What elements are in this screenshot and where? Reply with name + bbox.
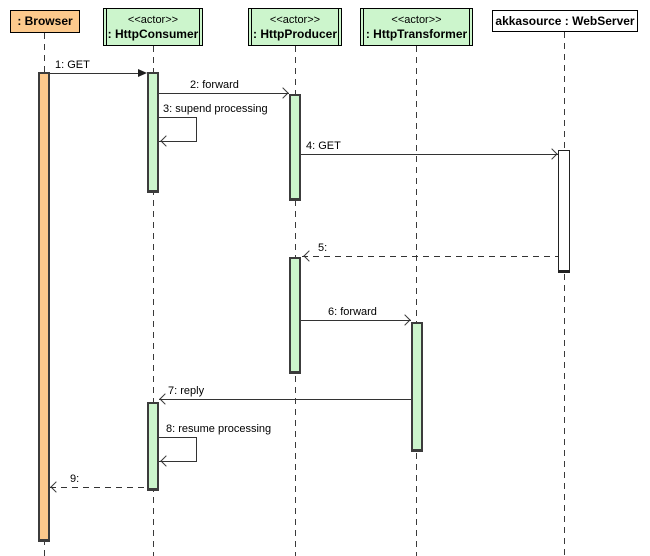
activation-httptransformer: [411, 322, 423, 452]
activation-httpproducer-1: [289, 94, 301, 201]
lifeline-httpconsumer: [153, 46, 154, 556]
message-9-line: [50, 487, 147, 488]
participant-box-httpconsumer: <<actor>> : HttpConsumer: [103, 8, 203, 46]
participant-box-httptransformer: <<actor>> : HttpTransformer: [360, 8, 473, 46]
message-5-label: 5:: [318, 242, 328, 254]
message-6-label: 6: forward: [328, 306, 377, 318]
message-8-self-loop: [159, 437, 197, 462]
message-7-line: [159, 399, 411, 400]
message-4-line: [301, 154, 558, 155]
message-2-line: [159, 93, 289, 94]
message-1-line: [50, 73, 139, 74]
participant-stereotype: <<actor>>: [127, 13, 179, 26]
participant-name: : Browser: [17, 14, 73, 28]
activation-browser: [38, 72, 50, 542]
lifeline-httptransformer: [416, 46, 417, 556]
message-1-label: 1: GET: [55, 59, 90, 71]
participant-stereotype: <<actor>>: [269, 13, 321, 26]
message-4-arrowhead-icon: [546, 148, 558, 160]
participant-box-httpproducer: <<actor>> : HttpProducer: [248, 8, 342, 46]
participant-stereotype: <<actor>>: [391, 13, 442, 26]
message-5-line: [302, 256, 558, 257]
participant-box-webserver: akkasource : WebServer: [492, 10, 638, 32]
participant-name: : HttpTransformer: [365, 26, 468, 41]
activation-httpconsumer-1: [147, 72, 159, 193]
activation-webserver: [558, 150, 570, 273]
message-9-arrowhead-icon: [50, 481, 62, 493]
message-4-label: 4: GET: [306, 140, 341, 152]
participant-box-browser: : Browser: [10, 10, 80, 33]
message-2-label: 2: forward: [190, 79, 239, 91]
activation-httpproducer-2: [289, 257, 301, 374]
participant-name: : HttpProducer: [253, 26, 337, 41]
message-1-arrowhead-icon: [138, 69, 147, 77]
participant-name: akkasource : WebServer: [495, 13, 635, 28]
participant-name: : HttpConsumer: [107, 26, 199, 41]
message-2-arrowhead-icon: [277, 87, 289, 99]
message-3-label: 3: supend processing: [163, 103, 268, 115]
activation-httpconsumer-2: [147, 402, 159, 491]
message-3-self-loop: [159, 117, 197, 142]
message-5-arrowhead-icon: [303, 250, 315, 262]
message-6-arrowhead-icon: [399, 314, 411, 326]
message-9-label: 9:: [70, 473, 80, 485]
message-8-label: 8: resume processing: [166, 423, 272, 435]
message-6-line: [301, 320, 411, 321]
lifeline-webserver: [564, 32, 565, 556]
message-7-label: 7: reply: [168, 385, 205, 397]
